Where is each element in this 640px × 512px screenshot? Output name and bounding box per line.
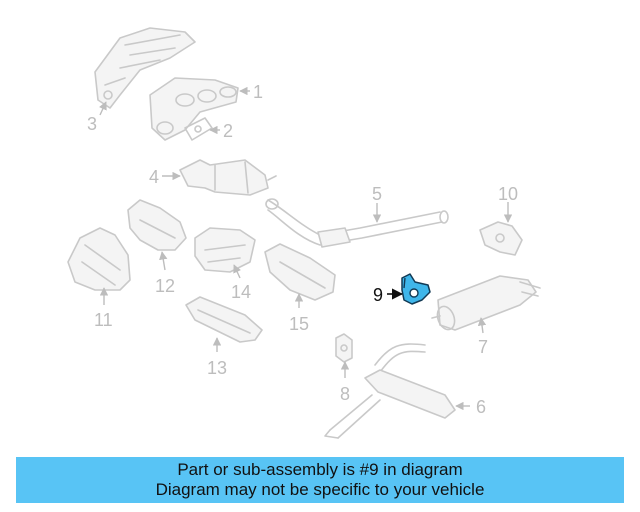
part-1-exhaust-manifold[interactable] [149, 77, 239, 141]
info-banner: Part or sub-assembly is #9 in diagram Di… [16, 457, 624, 503]
part-5-front-pipe[interactable] [265, 198, 449, 248]
callout-3: 3 [87, 114, 97, 134]
banner-line-1: Part or sub-assembly is #9 in diagram [177, 460, 463, 479]
part-15-heat-shield[interactable] [264, 243, 336, 301]
part-6-rear-muffler[interactable] [324, 343, 456, 439]
part-10-bracket[interactable] [479, 221, 523, 256]
part-7-muffler[interactable] [431, 275, 541, 332]
callout-12: 12 [155, 276, 175, 296]
part-13-heat-shield[interactable] [185, 296, 263, 343]
callout-labels: 1 2 3 4 5 6 7 8 9 10 11 12 13 14 15 [87, 82, 518, 417]
callout-2: 2 [223, 121, 233, 141]
part-11-heat-shield[interactable] [67, 227, 131, 291]
callout-10: 10 [498, 184, 518, 204]
callout-13: 13 [207, 358, 227, 378]
leader-lines [99, 86, 513, 411]
callout-11: 11 [94, 310, 113, 330]
part-9-exhaust-hanger[interactable] [401, 273, 431, 305]
exhaust-parts-diagram: 1 2 3 4 5 6 7 8 9 10 11 12 13 14 15 [67, 27, 541, 439]
callout-14: 14 [231, 282, 251, 302]
part-4-catalytic-converter[interactable] [179, 159, 277, 196]
part-12-heat-shield[interactable] [127, 199, 187, 251]
callout-5: 5 [372, 184, 382, 204]
callout-15: 15 [289, 314, 309, 334]
banner-line-2: Diagram may not be specific to your vehi… [155, 480, 485, 499]
callout-4: 4 [149, 167, 159, 187]
part-14-heat-shield[interactable] [194, 227, 256, 273]
callout-7: 7 [478, 337, 488, 357]
part-8-hanger-bracket[interactable] [335, 333, 353, 363]
callout-9: 9 [373, 285, 383, 305]
callout-8: 8 [340, 384, 350, 404]
callout-6: 6 [476, 397, 486, 417]
callout-1: 1 [253, 82, 263, 102]
